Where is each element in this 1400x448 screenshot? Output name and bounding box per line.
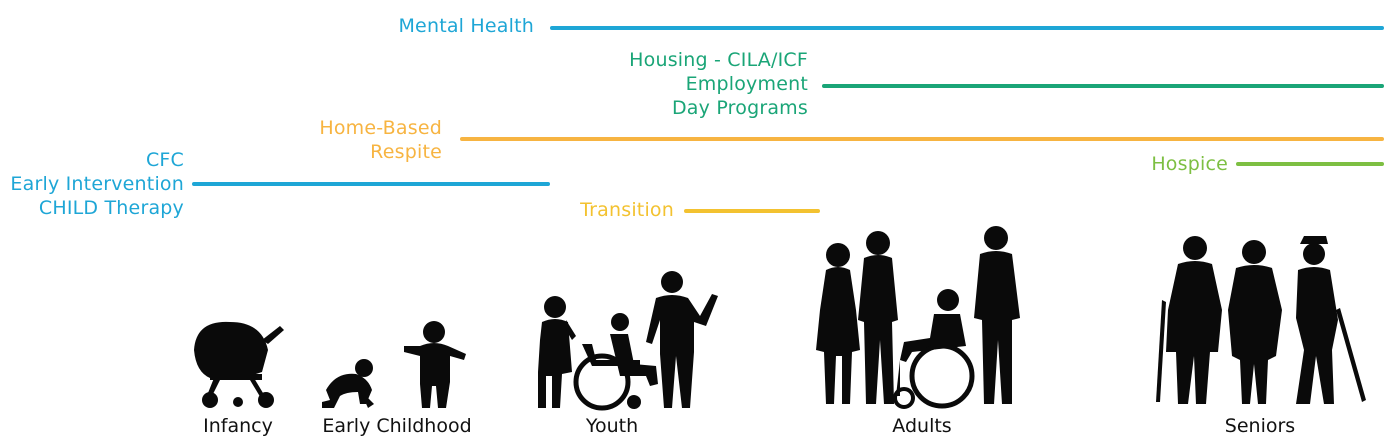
- housing-label: Housing - CILA/ICF Employment Day Progra…: [629, 49, 808, 119]
- home-based-label: Home-Based Respite: [319, 117, 442, 163]
- hospice-label: Hospice: [1151, 153, 1228, 175]
- mental-health-bar: [550, 26, 1384, 30]
- transition-bar: [684, 209, 820, 213]
- stage-infancy: Infancy: [203, 415, 273, 437]
- cfc-label: CFC Early Intervention CHILD Therapy: [10, 149, 184, 219]
- stage-youth: Youth: [585, 415, 639, 437]
- home-based-bar: [460, 137, 1384, 141]
- hospice-bar: [1236, 162, 1384, 166]
- stage-seniors: Seniors: [1224, 415, 1296, 437]
- crawling-baby-icon: [322, 359, 374, 408]
- youth-group-icon: [538, 271, 718, 411]
- seniors-group-icon: [1156, 236, 1366, 404]
- stage-adults: Adults: [892, 415, 952, 437]
- stroller-icon: [194, 321, 284, 408]
- adults-group-icon: [816, 226, 1020, 409]
- stage-early-childhood: Early Childhood: [322, 415, 472, 437]
- mental-health-label: Mental Health: [398, 15, 534, 37]
- toddler-icon: [404, 321, 466, 408]
- housing-bar: [822, 84, 1384, 88]
- cfc-bar: [192, 182, 550, 186]
- transition-label: Transition: [580, 199, 674, 221]
